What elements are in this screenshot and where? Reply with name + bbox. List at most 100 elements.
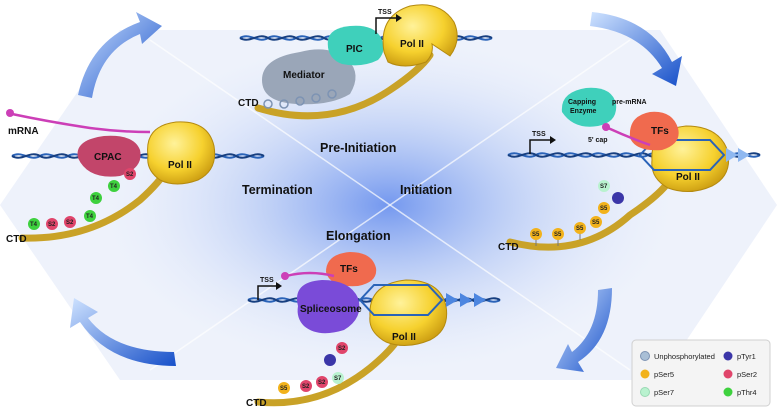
five-cap-label: 5' cap (588, 137, 608, 144)
svg-text:S5: S5 (532, 232, 540, 238)
svg-text:T4: T4 (110, 184, 118, 190)
pthr4-residue (84, 210, 96, 222)
svg-text:S7: S7 (334, 376, 342, 382)
stage-label-termination: Termination (242, 183, 313, 197)
tfs-complex (326, 252, 377, 287)
pser2-residue (336, 342, 348, 354)
spliceosome-complex (297, 280, 360, 334)
svg-text:S2: S2 (302, 384, 310, 390)
svg-text:pSer7: pSer7 (654, 388, 674, 397)
capping-enzyme-label-line1: Capping (568, 99, 596, 106)
svg-text:T4: T4 (30, 222, 38, 228)
tss-arrow (257, 285, 276, 300)
pol2-label: Pol II (676, 172, 700, 183)
pser2-residue (46, 218, 58, 230)
ctd-label: CTD (6, 234, 27, 245)
transcription-bubble (358, 284, 444, 316)
svg-text:pTyr1: pTyr1 (737, 352, 756, 361)
five-cap-icon (602, 123, 610, 131)
tss-label: TSS (260, 277, 274, 284)
pol2-label: Pol II (392, 332, 416, 343)
legend-item-pser2: pSer2 (723, 369, 757, 379)
legend: Unphosphorylated pTyr1 pSer5 pSer2 pSer7… (631, 339, 771, 407)
mrna-label: mRNA (8, 126, 39, 137)
ctd-tail (254, 332, 404, 407)
pol2-label: Pol II (400, 39, 424, 50)
pser2-residue (316, 376, 328, 388)
tfs-complex (629, 111, 679, 151)
svg-text:S2: S2 (338, 346, 346, 352)
pol2-enzyme (147, 121, 216, 185)
unphosphorylated-residues (263, 89, 337, 109)
direction-arrow (460, 293, 472, 307)
svg-text:S5: S5 (592, 220, 600, 226)
ctd-residues: S5 S2 S2 S7 S2 (278, 342, 348, 394)
pser5-residue (574, 222, 586, 234)
pol2-enzyme (382, 4, 458, 67)
pthr4-residue (90, 192, 102, 204)
stage-label-pre-initiation: Pre-Initiation (320, 141, 396, 155)
legend-item-pser7: pSer7 (640, 387, 674, 397)
pol2-enzyme (369, 279, 448, 346)
ctd-tail (506, 176, 674, 251)
capping-enzyme-label-line2: Enzyme (570, 108, 597, 115)
pser7-residue (598, 180, 610, 192)
capping-enzyme (561, 87, 617, 127)
panel-termination: mRNA CTD Pol II CPAC T4 S2 S2 T4 T4 T4 S… (6, 109, 265, 245)
tss-label: TSS (378, 9, 392, 16)
mrna-strand (11, 112, 151, 134)
svg-text:pThr4: pThr4 (737, 388, 757, 397)
svg-text:Unphosphorylated: Unphosphorylated (654, 352, 715, 361)
panel-pre-initiation: Mediator CTD PIC Pol II TSS (238, 4, 493, 120)
direction-arrow (726, 148, 738, 162)
legend-item-pthr4: pThr4 (723, 387, 757, 397)
ptyr1-residue (612, 192, 624, 204)
pser5-residue (530, 228, 542, 240)
stage-label-initiation: Initiation (400, 183, 452, 197)
pthr4-residue (108, 180, 120, 192)
cycle-arrow-bottom-right (556, 288, 612, 372)
spliceosome-label: Spliceosome (300, 304, 362, 315)
tss-arrow (375, 17, 396, 34)
svg-text:T4: T4 (92, 196, 100, 202)
pre-mrna-strand (285, 271, 335, 278)
pser7-residue (332, 372, 344, 384)
ctd-label: CTD (238, 98, 259, 109)
legend-item-unphosphorylated: Unphosphorylated (640, 351, 715, 361)
pser5-residue (278, 382, 290, 394)
tss-arrow (529, 139, 550, 154)
pre-mrna-strand (607, 126, 651, 147)
svg-text:S2: S2 (66, 220, 74, 226)
ctd-residues: S5 S5 S5 S5 S5 S7 (530, 180, 624, 246)
direction-arrow (474, 293, 486, 307)
tfs-label: TFs (340, 264, 358, 275)
panel-elongation: CTD Pol II TFs Spliceosome TSS S5 S2 S2 (246, 252, 501, 409)
svg-text:S5: S5 (280, 386, 288, 392)
ptyr1-residue (324, 354, 336, 366)
pol2-label: Pol II (168, 160, 192, 171)
tss-label: TSS (532, 131, 546, 138)
cycle-arrow-top-right (590, 12, 682, 86)
svg-text:T4: T4 (86, 214, 94, 220)
svg-text:pSer5: pSer5 (654, 370, 674, 379)
svg-text:S5: S5 (554, 232, 562, 238)
ctd-residues: T4 S2 S2 T4 T4 T4 S2 (28, 168, 136, 230)
pre-mrna-label: pre-mRNA (612, 99, 647, 106)
pser2-residue (124, 168, 136, 180)
five-cap-icon (6, 109, 14, 117)
svg-text:S5: S5 (576, 226, 584, 232)
legend-item-ptyr1: pTyr1 (723, 351, 756, 361)
direction-arrow (738, 148, 750, 162)
pser5-residue (552, 228, 564, 240)
pthr4-residue (28, 218, 40, 230)
ctd-label: CTD (246, 398, 267, 409)
svg-text:S2: S2 (126, 172, 134, 178)
legend-item-pser5: pSer5 (640, 369, 674, 379)
pser2-residue (300, 380, 312, 392)
ctd-label: CTD (498, 242, 519, 253)
panel-initiation: CTD Pol II TFs Capping Enzyme pre-mRNA 5… (498, 87, 761, 253)
svg-text:S7: S7 (600, 184, 608, 190)
direction-arrow (446, 293, 458, 307)
five-cap-icon (281, 272, 289, 280)
